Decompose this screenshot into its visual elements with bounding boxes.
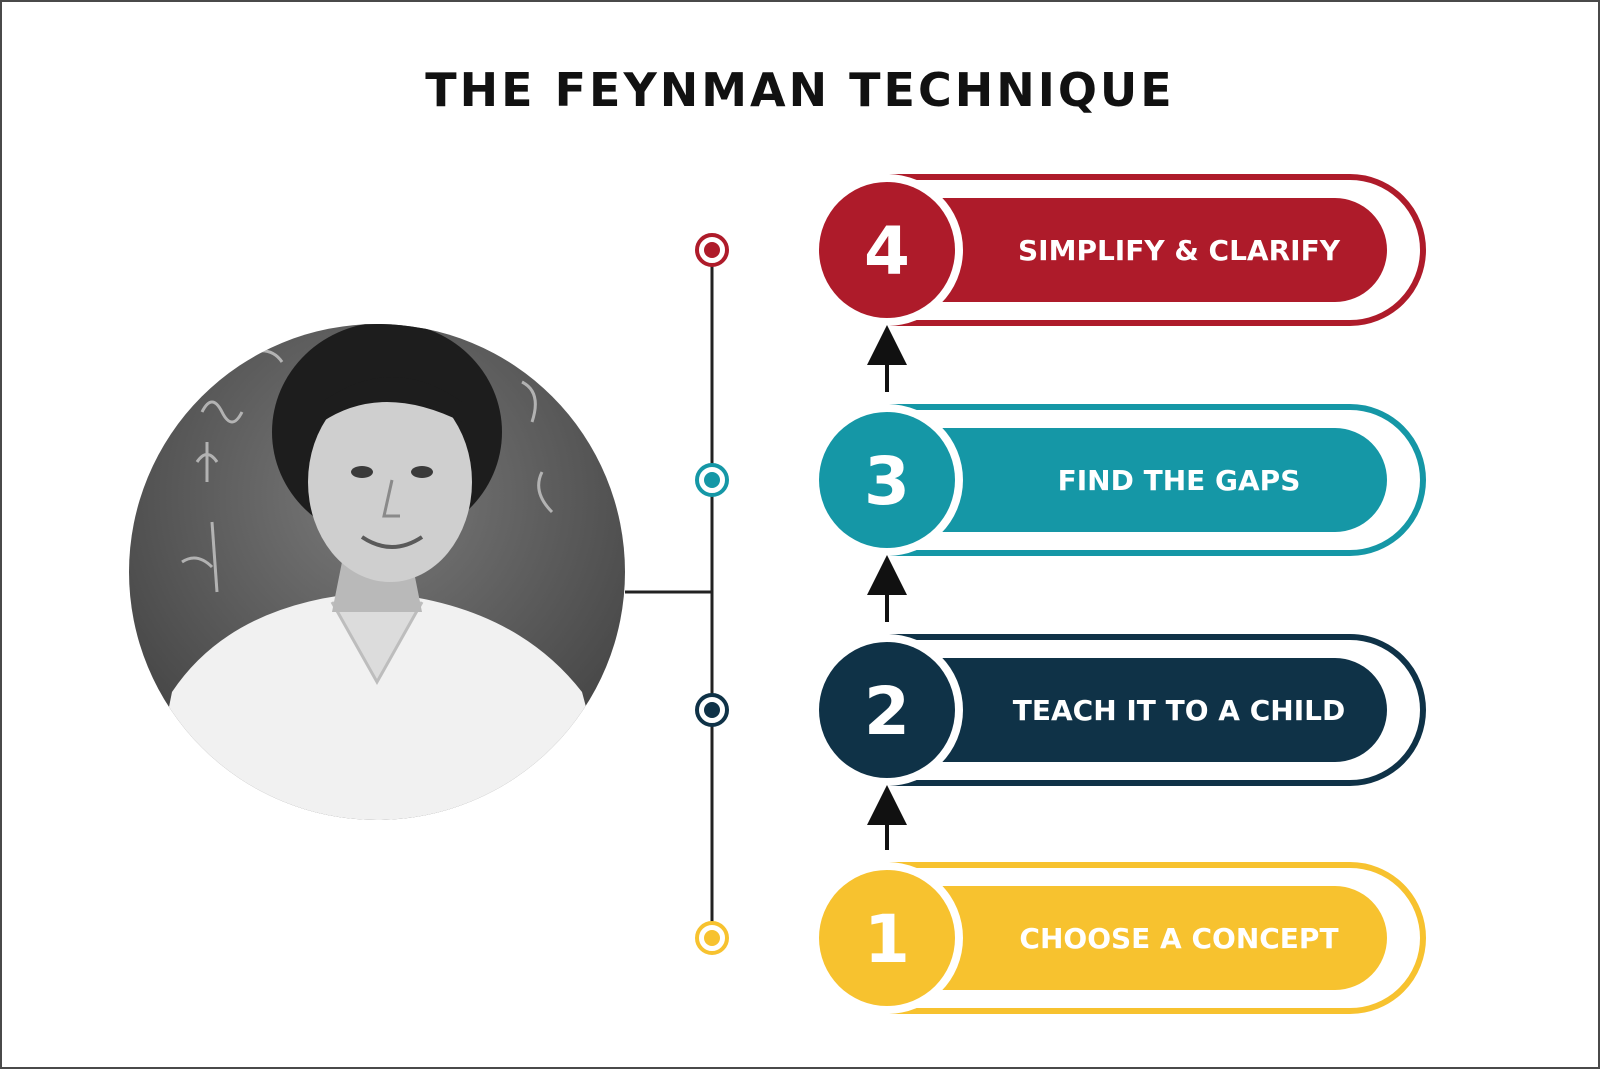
step-3: 3 FIND THE GAPS xyxy=(811,404,1426,556)
timeline-node-3 xyxy=(695,463,729,497)
portrait-photo xyxy=(129,324,625,820)
step-outline xyxy=(887,634,1426,786)
step-number: 1 xyxy=(864,901,910,978)
step-1: 1 CHOOSE A CONCEPT xyxy=(811,862,1426,1014)
step-banner xyxy=(887,198,1387,302)
step-label: TEACH IT TO A CHILD xyxy=(1013,694,1345,727)
step-number-circle xyxy=(819,642,955,778)
step-outline xyxy=(887,862,1426,1014)
step-4: 4 SIMPLIFY & CLARIFY xyxy=(811,174,1426,326)
step-number-circle xyxy=(819,182,955,318)
timeline-node-1 xyxy=(695,921,729,955)
step-label: SIMPLIFY & CLARIFY xyxy=(1018,234,1341,267)
step-outline xyxy=(887,174,1426,326)
step-2: 2 TEACH IT TO A CHILD xyxy=(811,634,1426,786)
step-outline xyxy=(887,404,1426,556)
step-banner xyxy=(887,886,1387,990)
steps-layer: 1 CHOOSE A CONCEPT 2 TEACH IT TO A CHILD 3 FI… xyxy=(695,174,1426,1014)
step-banner xyxy=(887,658,1387,762)
step-number: 3 xyxy=(864,443,910,520)
page-title: THE FEYNMAN TECHNIQUE xyxy=(425,63,1174,117)
step-label: FIND THE GAPS xyxy=(1058,464,1301,497)
step-banner xyxy=(887,428,1387,532)
step-label: CHOOSE A CONCEPT xyxy=(1019,922,1338,955)
step-number-circle xyxy=(819,870,955,1006)
step-number-circle xyxy=(819,412,955,548)
timeline-node-4 xyxy=(695,233,729,267)
timeline-node-2 xyxy=(695,693,729,727)
step-number: 4 xyxy=(864,213,910,290)
step-number: 2 xyxy=(864,673,910,750)
